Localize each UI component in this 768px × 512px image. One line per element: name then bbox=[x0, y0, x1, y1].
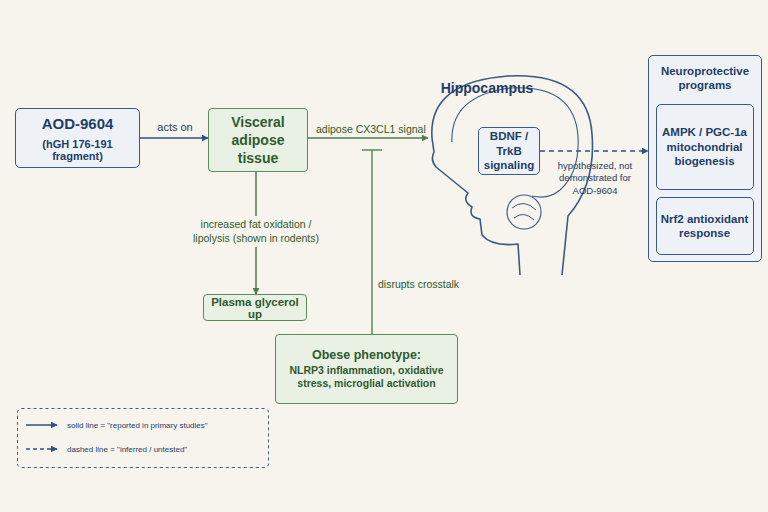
annotation-label: disrupts crosstalk bbox=[378, 278, 459, 290]
legend-frame bbox=[18, 409, 269, 468]
node-title: Plasma glycerol up bbox=[207, 296, 303, 320]
solid-arrow bbox=[308, 137, 428, 139]
legend-line-sample bbox=[26, 424, 57, 426]
signal-box: BDNF / TrkB signaling bbox=[478, 127, 540, 175]
inhibition-bar bbox=[362, 149, 382, 151]
legend: solid line = "reported in primary studie… bbox=[17, 408, 269, 468]
dashed-arrow bbox=[540, 150, 648, 152]
node-title: Obese phenotype: bbox=[312, 348, 421, 362]
legend-text: dashed line = "inferred / untested" bbox=[67, 445, 187, 454]
node-title: Nrf2 antioxidant response bbox=[660, 212, 750, 241]
legend-sample bbox=[25, 420, 59, 430]
program-box: Nrf2 antioxidant response bbox=[656, 197, 754, 255]
edge-label: adipose CX3CL1 signal bbox=[316, 123, 431, 137]
program-box: AMPK / PGC-1a mitochondrial biogenesis bbox=[656, 104, 754, 190]
edge-label: acts on bbox=[145, 120, 205, 134]
legend-row: solid line = "reported in primary studie… bbox=[25, 418, 208, 432]
inhibition-line bbox=[371, 150, 373, 334]
result-box: Plasma glycerol up bbox=[203, 294, 307, 321]
group-box: Neuroprotective programsAMPK / PGC-1a mi… bbox=[648, 55, 762, 262]
node-title: BDNF / TrkB signaling bbox=[482, 129, 536, 172]
legend-text: solid line = "reported in primary studie… bbox=[67, 421, 208, 430]
node-body: (hGH 176-191 fragment) bbox=[19, 138, 136, 162]
edge-label: hypothesized, not demonstrated for AOD-9… bbox=[554, 160, 636, 197]
node-body: NLRP3 inflammation, oxidative stress, mi… bbox=[279, 364, 454, 390]
node-title: AOD-9604 bbox=[42, 115, 114, 132]
edge-label: increased fat oxidation / lipolysis (sho… bbox=[181, 216, 331, 247]
solid-arrow bbox=[140, 137, 208, 139]
condition-box: Obese phenotype: NLRP3 inflammation, oxid… bbox=[275, 334, 458, 404]
node-title: Visceral adipose tissue bbox=[212, 113, 304, 168]
legend-row: dashed line = "inferred / untested" bbox=[25, 442, 187, 456]
process-box: AOD-9604 (hGH 176-191 fragment) bbox=[15, 108, 140, 168]
node-title: AMPK / PGC-1a mitochondrial biogenesis bbox=[660, 125, 750, 168]
node-title: Neuroprotective programs bbox=[652, 64, 758, 93]
legend-sample bbox=[25, 444, 59, 454]
legend-line-sample bbox=[26, 448, 57, 450]
process-box: Visceral adipose tissue bbox=[208, 108, 308, 172]
node-title: Hippocampus bbox=[432, 80, 542, 96]
